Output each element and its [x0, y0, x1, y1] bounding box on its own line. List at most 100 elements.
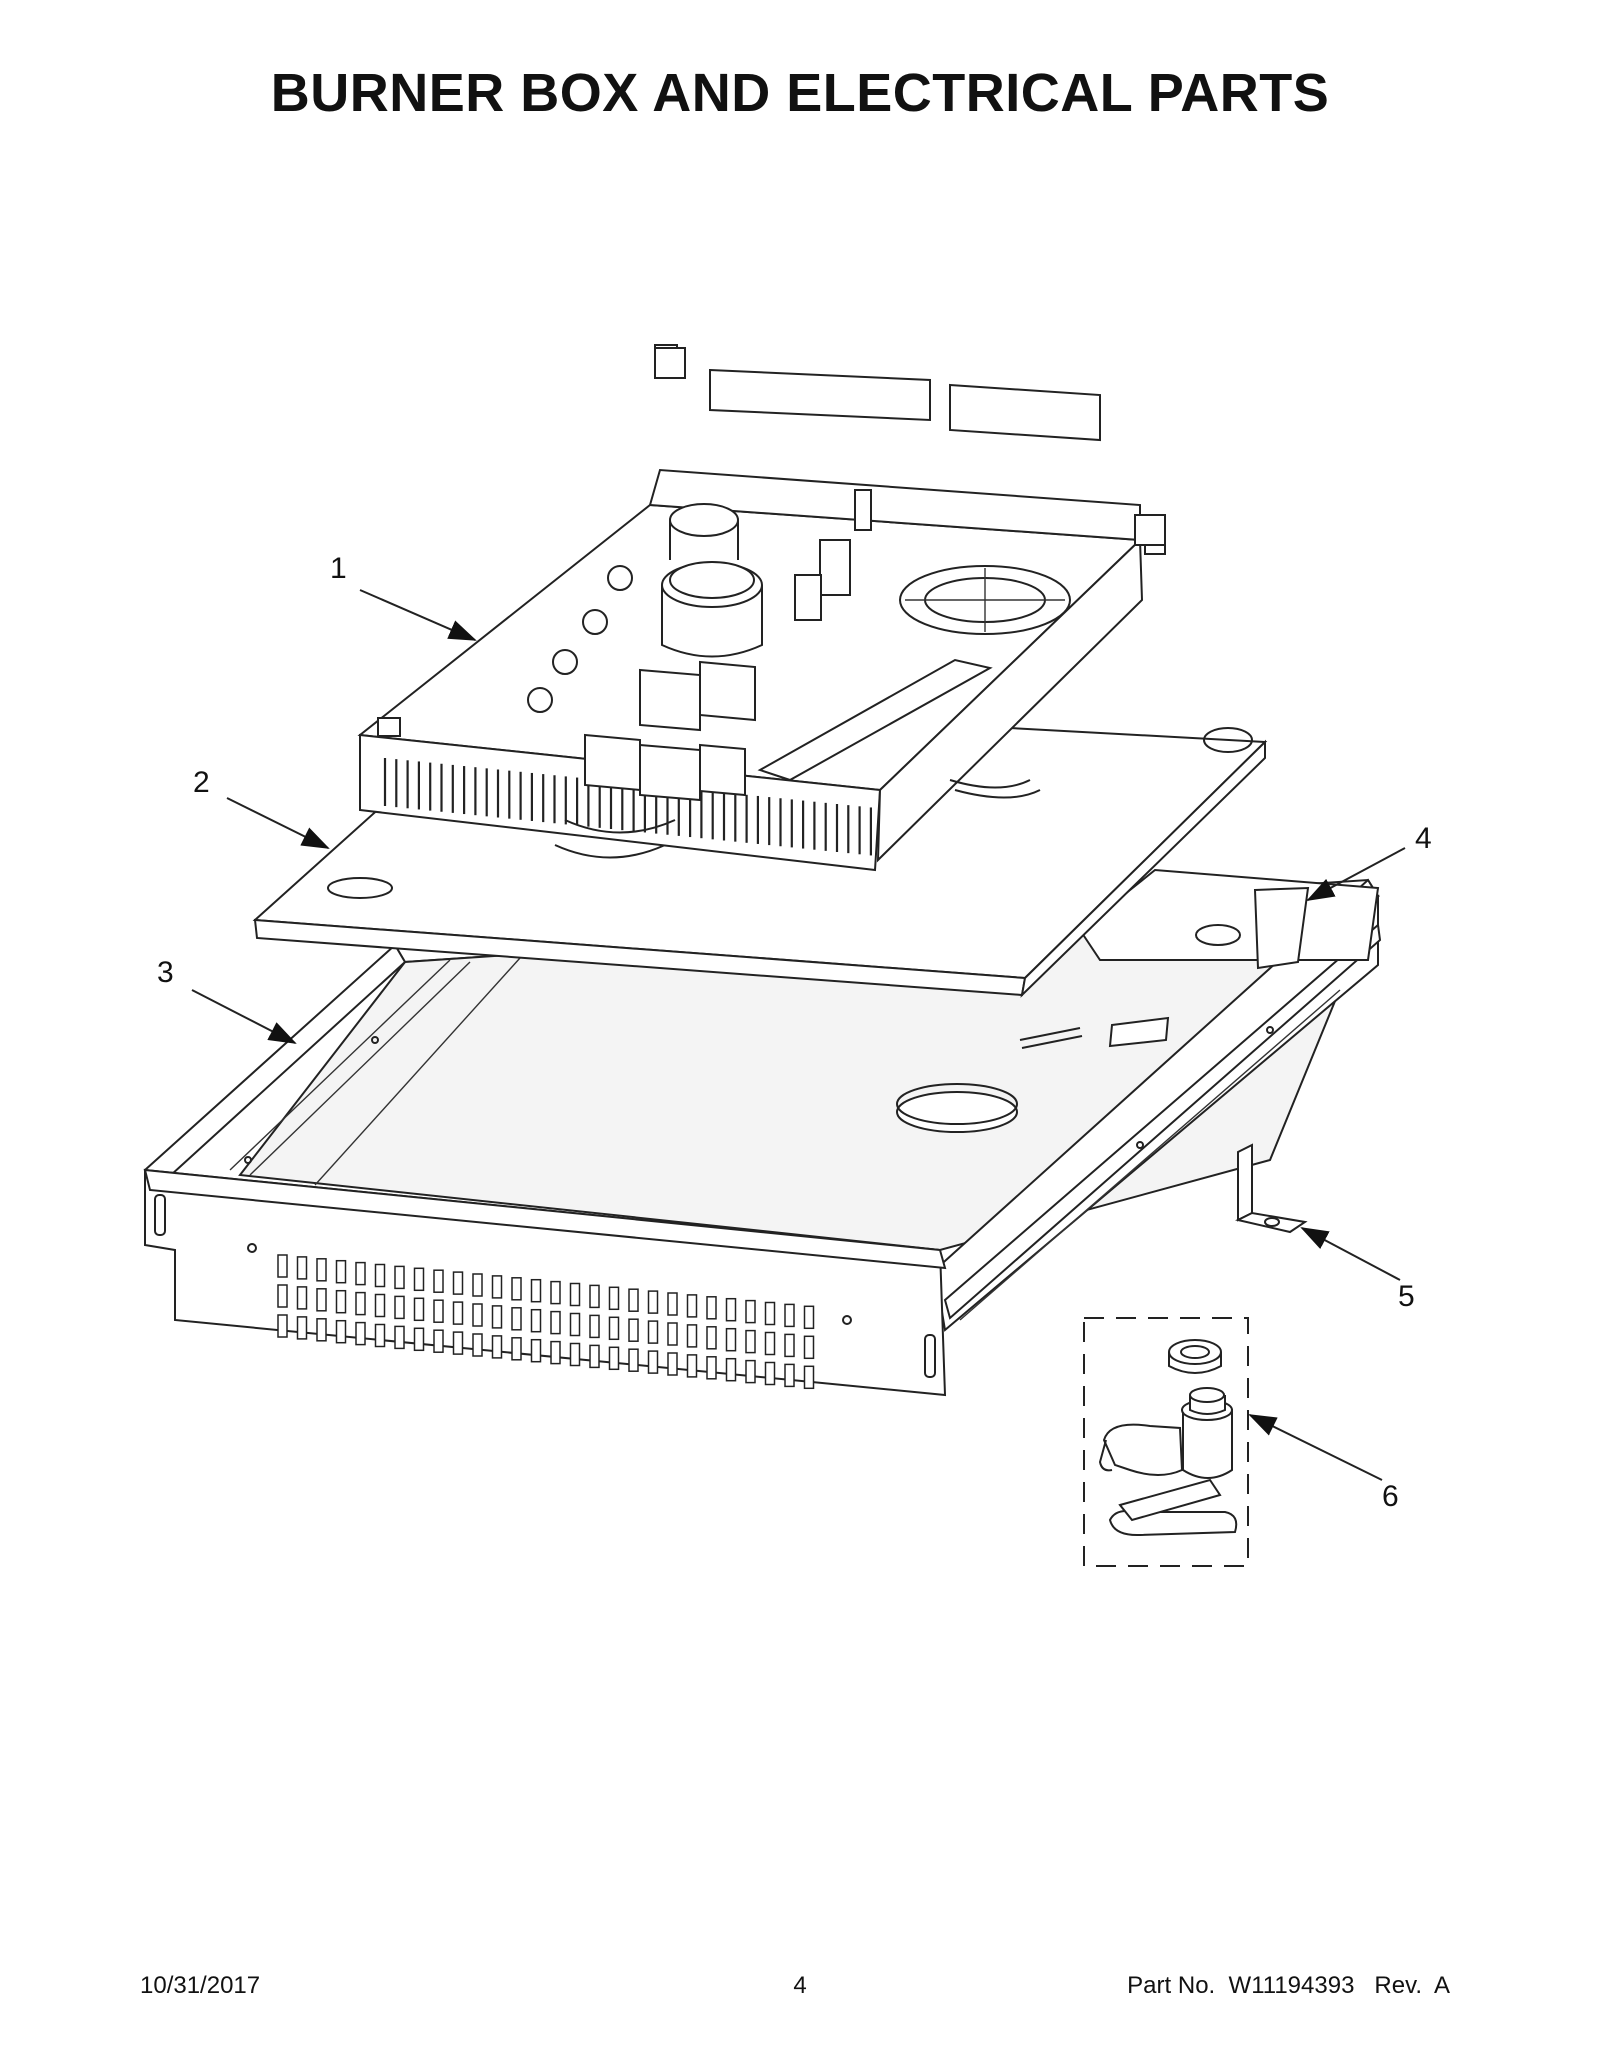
footer-date: 10/31/2017	[140, 1972, 261, 1999]
vent-slot	[394, 1295, 405, 1320]
vent-slot	[667, 1292, 678, 1316]
vent-slot	[452, 1271, 464, 1295]
vent-slot	[784, 1333, 795, 1358]
vent-slot	[433, 1299, 444, 1323]
vent-slot	[706, 1326, 717, 1350]
gas-fitting-assembly	[1083, 1317, 1249, 1567]
vent-slot	[452, 1301, 464, 1325]
vent-slot	[608, 1346, 620, 1371]
vent-slot	[335, 1319, 347, 1344]
vent-slot	[511, 1277, 522, 1301]
vent-slot	[355, 1321, 366, 1346]
vent-slot	[335, 1259, 347, 1284]
vent-slot	[706, 1356, 717, 1380]
vent-slot	[628, 1348, 639, 1372]
vent-slot	[647, 1290, 659, 1314]
vent-slot	[491, 1335, 503, 1359]
callout-6: 6	[1382, 1480, 1399, 1513]
vent-slots: (function(){ var svgNS = "http://www.w3.…	[277, 1254, 815, 1390]
vent-slot	[589, 1284, 600, 1309]
vent-slot	[530, 1278, 542, 1303]
vent-slot	[764, 1361, 776, 1386]
control-board: (function(){ var svgNS = "http://www.w3.…	[357, 344, 1166, 872]
vent-slot	[745, 1329, 756, 1354]
vent-slot	[667, 1352, 678, 1376]
vent-slot	[550, 1340, 561, 1365]
vent-slot	[608, 1316, 620, 1341]
vent-slot	[803, 1335, 815, 1360]
vent-slot	[394, 1265, 405, 1290]
vent-slot	[355, 1261, 366, 1286]
vent-slot	[413, 1267, 425, 1292]
vent-slot	[491, 1275, 503, 1299]
vent-slot	[296, 1256, 308, 1280]
vent-slot	[277, 1254, 288, 1278]
vent-slot	[530, 1338, 542, 1363]
vent-slot	[803, 1305, 815, 1330]
vent-slot	[628, 1318, 639, 1342]
vent-slot	[550, 1280, 561, 1305]
vent-slot	[277, 1314, 288, 1338]
vent-slot	[745, 1359, 756, 1384]
burner-box: (function(){ var svgNS = "http://www.w3.…	[143, 878, 1382, 1397]
vent-slot	[491, 1305, 503, 1329]
vent-slot	[608, 1286, 620, 1311]
callout-1: 1	[330, 552, 347, 585]
vent-slot	[686, 1324, 698, 1348]
callout-5: 5	[1398, 1280, 1415, 1313]
vent-slot	[686, 1354, 698, 1378]
vent-slot	[803, 1365, 815, 1390]
vent-slot	[472, 1333, 483, 1357]
vent-slot	[784, 1303, 795, 1328]
page-title: BURNER BOX AND ELECTRICAL PARTS	[270, 63, 1330, 123]
vent-slot	[569, 1312, 581, 1337]
vent-slot	[628, 1288, 639, 1312]
vent-slot	[413, 1297, 425, 1322]
vent-slot	[764, 1301, 776, 1326]
vent-slot	[725, 1327, 737, 1352]
vent-slot	[374, 1293, 386, 1318]
vent-slot	[745, 1299, 756, 1324]
vent-slot	[394, 1325, 405, 1350]
vent-slot	[530, 1308, 542, 1333]
vent-slot	[433, 1269, 444, 1293]
vent-slot	[296, 1316, 308, 1340]
vent-slot	[433, 1329, 444, 1353]
vent-slot	[335, 1289, 347, 1314]
callout-4: 4	[1415, 822, 1432, 855]
board-vent-fins: (function(){ var svgNS = "http://www.w3.…	[383, 758, 873, 856]
footer-part-number: Part No. W11194393 Rev. A	[1127, 1972, 1450, 1999]
vent-slot	[374, 1323, 386, 1348]
vent-slot	[725, 1297, 737, 1322]
vent-slot	[550, 1310, 561, 1335]
vent-slot	[374, 1263, 386, 1288]
callout-3: 3	[157, 956, 174, 989]
footer-page-number: 4	[793, 1972, 807, 1999]
callout-2: 2	[193, 766, 210, 799]
vent-slot	[316, 1288, 327, 1312]
vent-slot	[686, 1294, 698, 1318]
vent-slot	[472, 1273, 483, 1297]
vent-slot	[647, 1350, 659, 1374]
vent-slot	[316, 1318, 327, 1342]
vent-slot	[589, 1314, 600, 1339]
vent-slot	[452, 1331, 464, 1355]
vent-slot	[706, 1296, 717, 1320]
leader-lines	[191, 589, 1406, 1481]
vent-slot	[472, 1303, 483, 1327]
vent-slot	[589, 1344, 600, 1369]
vent-slot	[316, 1258, 327, 1282]
vent-slot	[355, 1291, 366, 1316]
vent-slot	[569, 1342, 581, 1367]
vent-slot	[667, 1322, 678, 1346]
l-bracket	[1235, 1143, 1308, 1234]
vent-slot	[277, 1284, 288, 1308]
vent-slot	[764, 1331, 776, 1356]
vent-slot	[413, 1327, 425, 1352]
vent-slot	[569, 1282, 581, 1307]
vent-slot	[784, 1363, 795, 1388]
vent-slot	[511, 1337, 522, 1361]
vent-slot	[296, 1286, 308, 1310]
rear-bracket	[1078, 868, 1380, 970]
